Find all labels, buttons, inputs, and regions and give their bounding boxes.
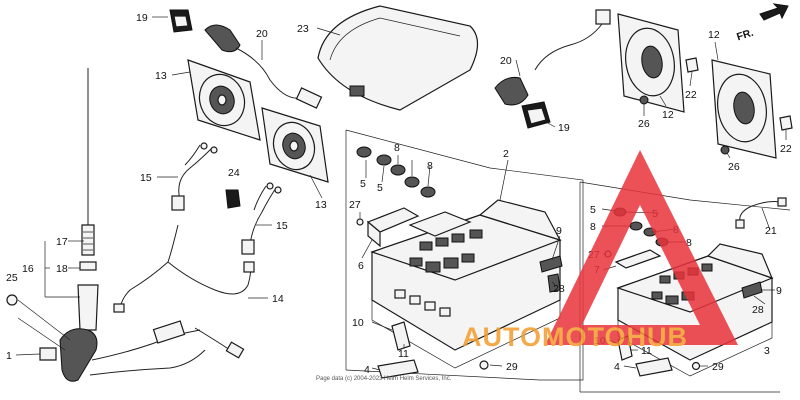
part-19-right [521,101,551,129]
callout-19-upper: 19 [136,12,148,24]
fr-direction-label: FR. [735,27,755,44]
main-unit-box-outline [345,129,584,381]
antenna-assembly [6,68,245,382]
part-20-upper [204,24,323,109]
callout-27-center: 27 [349,199,361,211]
callout-14: 14 [272,293,284,305]
harness-14 [113,224,255,313]
callout-20-upper: 20 [256,28,268,40]
callout-24: 24 [228,167,240,179]
speaker-13-upper [187,59,261,141]
callout-8-e: 8 [686,237,692,249]
right-small-parts [604,249,763,377]
harness-15-upper [171,142,218,211]
part-24-clip [225,189,241,209]
callout-8-b: 8 [427,160,433,172]
callout-11-right: 11 [641,345,652,357]
cover-23 [317,5,479,111]
callout-12-front: 12 [708,29,720,41]
callout-26-front: 26 [728,161,740,173]
callout-29-right: 29 [712,361,724,373]
part-20-right [494,9,611,106]
center-leaders [359,155,561,371]
callout-16: 16 [22,263,34,275]
callout-5-a: 5 [360,178,366,190]
callout-29-center: 29 [506,361,518,373]
callout-28-right: 28 [752,304,764,316]
callout-4-center: 4 [364,364,370,376]
callout-2: 2 [503,148,509,160]
clips-22 [685,57,793,131]
callout-5-c: 5 [590,204,596,216]
callout-labels: 19 23 20 13 13 15 15 24 14 17 16 18 25 1… [6,12,792,376]
watermark-text: AUTOMOTOHUB [462,322,688,352]
part-19-upper [169,9,193,33]
speaker-12-front [711,59,777,159]
speaker-13-lower [261,107,329,183]
fr-direction-arrow [759,3,789,21]
watermark-triangle [545,150,738,345]
main-unit-buttons [394,229,483,317]
watermark-logo: AUTOMOTOHUB [462,150,738,352]
callout-13-upper: 13 [155,70,167,82]
callout-18: 18 [56,263,68,275]
antenna-leaders [15,240,84,356]
callout-22-rear: 22 [685,89,697,101]
callout-25: 25 [6,272,18,284]
callout-22-front: 22 [780,143,792,155]
speaker-12-rear [617,13,685,113]
center-small-parts [356,207,563,379]
callout-20-right: 20 [500,55,512,67]
callout-12-rear: 12 [662,109,674,121]
callout-17: 17 [56,236,68,248]
callout-15-upper: 15 [140,172,152,184]
callout-19-right: 19 [558,122,570,134]
copyright-text: Page data (c) 2004-2023 Helm Helm Servic… [316,376,452,382]
callout-6: 6 [358,260,364,272]
callout-1: 1 [6,350,12,362]
knobs-center [356,146,436,198]
callout-13-lower: 13 [315,199,327,211]
main-unit-2 [370,199,562,369]
callout-4-right: 4 [614,361,620,373]
callout-8-c: 8 [590,221,596,233]
callout-10-center: 10 [352,317,364,329]
callout-26-rear: 26 [638,118,650,130]
callout-9-right: 9 [776,285,782,297]
callout-9-center: 9 [556,225,562,237]
harness-15-lower [241,182,282,255]
callout-3: 3 [764,345,770,357]
callout-28-center: 28 [553,283,565,295]
callout-8-a: 8 [394,142,400,154]
callout-23: 23 [297,23,309,35]
callout-15-lower: 15 [276,220,288,232]
callout-21: 21 [765,225,777,237]
part-21-harness [735,197,787,229]
callout-5-b: 5 [377,182,383,194]
callout-11-center: 11 [398,348,409,360]
